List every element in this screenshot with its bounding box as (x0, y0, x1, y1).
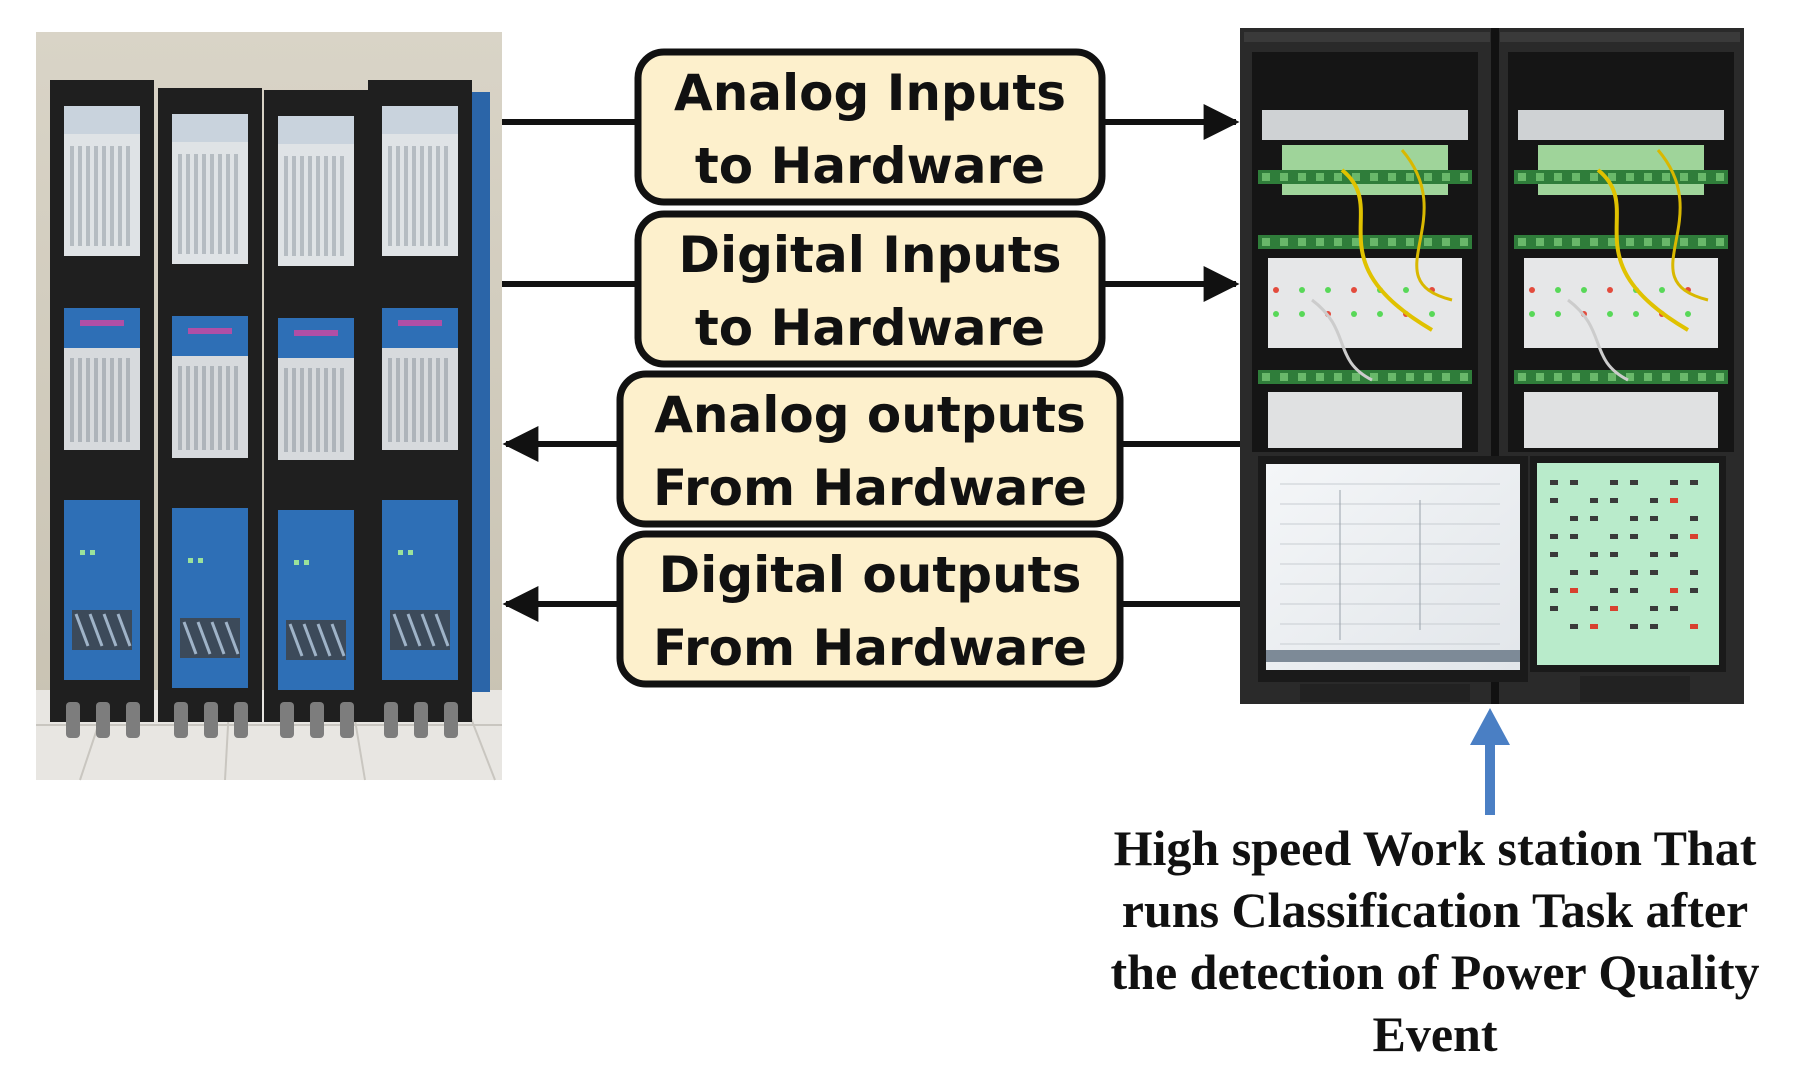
hardware-photo (1240, 28, 1744, 704)
flow-2: Digital Inputs to Hardware (502, 210, 1240, 368)
monitor-right-screen (1550, 480, 1698, 629)
simulator-rack-4 (368, 80, 472, 738)
flow-label-box (634, 48, 1106, 206)
simulator-photo (36, 32, 502, 781)
flow-label-line-1: Digital Inputs (678, 226, 1061, 284)
hardware-rack-2 (1508, 52, 1734, 452)
simulator-side-panel (472, 92, 490, 692)
flow-label-line-1: Analog outputs (654, 386, 1086, 444)
simulator-rack-3 (264, 90, 368, 738)
caption-line-1: High speed Work station That (1114, 820, 1757, 876)
caption-line-3: the detection of Power Quality (1111, 944, 1760, 1000)
flow-label-line-1: Analog Inputs (674, 64, 1066, 122)
workstation-caption: High speed Work station That runs Classi… (1111, 820, 1760, 1062)
flow-label-line-2: to Hardware (695, 137, 1045, 195)
flow-label-box (616, 530, 1124, 688)
monitor-left-screen (1266, 483, 1520, 662)
flow-label-line-2: From Hardware (653, 619, 1087, 677)
caption-line-4: Event (1373, 1006, 1498, 1062)
flow-label-line-1: Digital outputs (659, 546, 1082, 604)
hardware-rack-1 (1252, 52, 1478, 452)
simulator-rack-1 (50, 80, 154, 738)
caption-line-2: runs Classification Task after (1122, 882, 1748, 938)
hardware-racks (1252, 52, 1734, 452)
simulator-racks (50, 80, 490, 738)
flow-label-box (616, 370, 1124, 528)
workstation-monitors (1258, 456, 1726, 702)
workstation-pointer-arrow (1470, 708, 1510, 815)
flow-label-box (634, 210, 1106, 368)
simulator-rack-2 (158, 88, 262, 738)
flow-label-line-2: From Hardware (653, 459, 1087, 517)
flow-label-line-2: to Hardware (695, 299, 1045, 357)
flow-1: Analog Inputs to Hardware (502, 48, 1240, 206)
